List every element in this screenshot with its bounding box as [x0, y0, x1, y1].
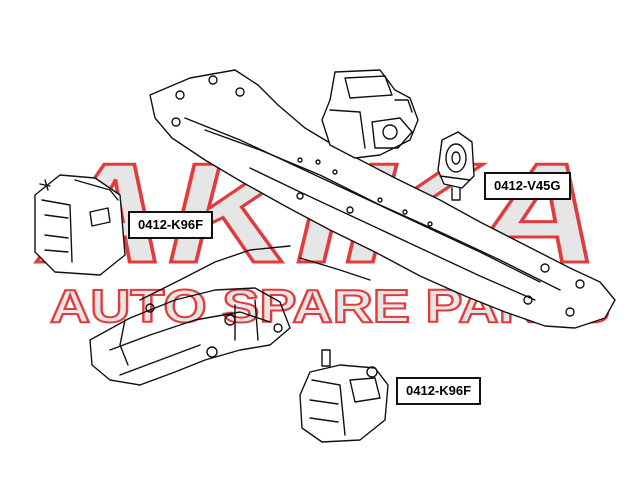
engine-mount-rear-v45g — [437, 131, 475, 201]
engine-mount-left-k96f — [34, 174, 126, 276]
crossmember-beam — [149, 69, 616, 329]
engine-mount-bottom-k96f — [299, 349, 389, 443]
part-label-0412-k96f-bottom: 0412-K96F — [396, 377, 482, 405]
subframe — [89, 245, 371, 386]
part-label-0412-k96f-left: 0412-K96F — [128, 211, 214, 239]
part-label-0412-v45g: 0412-V45G — [484, 172, 571, 200]
engine-mount-top — [321, 69, 419, 159]
